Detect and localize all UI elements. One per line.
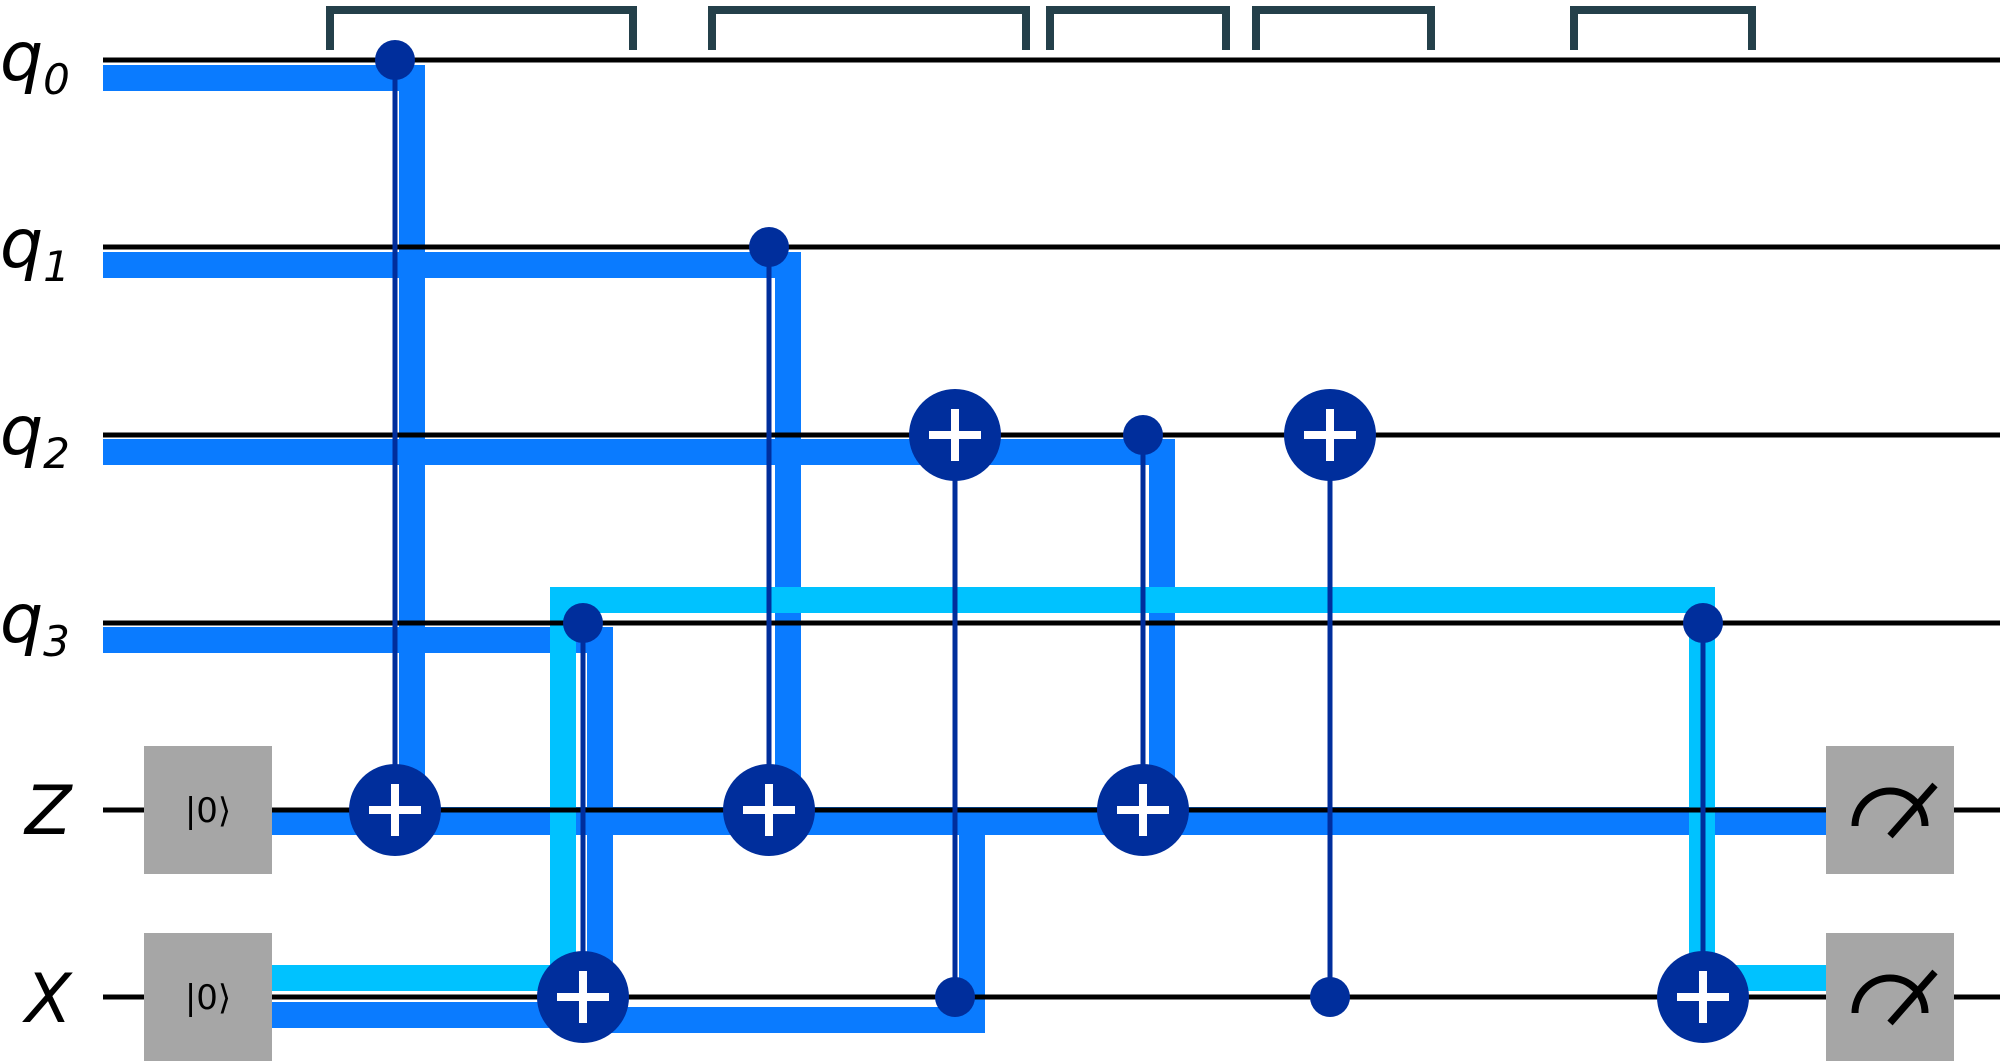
measure-box <box>1826 933 1954 1061</box>
measure-box <box>1826 746 1954 874</box>
control-dot <box>375 40 415 80</box>
cnot-gate <box>1657 603 1749 1043</box>
wire-label-q0: q0 <box>0 18 70 104</box>
control-dot <box>563 603 603 643</box>
measure-x <box>1826 933 1954 1061</box>
reset-box <box>144 746 272 874</box>
control-dot <box>1123 415 1163 455</box>
reset-x: |0⟩ <box>144 933 272 1061</box>
wire-label-q2: q2 <box>0 392 70 478</box>
control-dot <box>1683 603 1723 643</box>
z-path-q1 <box>103 252 801 820</box>
bracket-1 <box>326 6 637 50</box>
reset-label: |0⟩ <box>185 791 231 831</box>
bracket-2 <box>708 6 1030 50</box>
time-step-brackets <box>326 6 1756 50</box>
cnot-gates <box>349 40 1749 1043</box>
control-dot <box>749 227 789 267</box>
cnot-gate <box>1284 389 1376 1017</box>
wire-label-x: X <box>22 960 73 1039</box>
reset-z: |0⟩ <box>144 746 272 874</box>
reset-label: |0⟩ <box>185 978 231 1018</box>
control-dot <box>1310 977 1350 1017</box>
z-stabilizer-highlight <box>103 65 1848 1033</box>
wire-label-q1: q1 <box>0 205 70 291</box>
cnot-gate <box>909 389 1001 1017</box>
qubit-wires <box>103 57 2000 1000</box>
bracket-3 <box>1046 6 1230 50</box>
meter-icon <box>1851 969 1938 1026</box>
cnot-gate <box>723 227 815 856</box>
cnot-gate <box>537 603 629 1043</box>
z-path-q2 <box>103 439 1175 820</box>
cnot-gate <box>1097 415 1189 856</box>
cnot-gate <box>349 40 441 856</box>
bracket-4 <box>1252 6 1435 50</box>
control-dot <box>935 977 975 1017</box>
bracket-5 <box>1570 6 1756 50</box>
reset-box <box>144 933 272 1061</box>
measure-z <box>1826 746 1954 874</box>
wire-labels: q0 q1 q2 q3 Z X <box>0 18 73 1039</box>
x-stabilizer-highlight <box>270 587 1848 991</box>
meter-icon <box>1851 782 1938 839</box>
wire-label-z: Z <box>23 772 73 851</box>
x-path <box>270 587 1848 991</box>
wire-label-q3: q3 <box>0 580 70 666</box>
